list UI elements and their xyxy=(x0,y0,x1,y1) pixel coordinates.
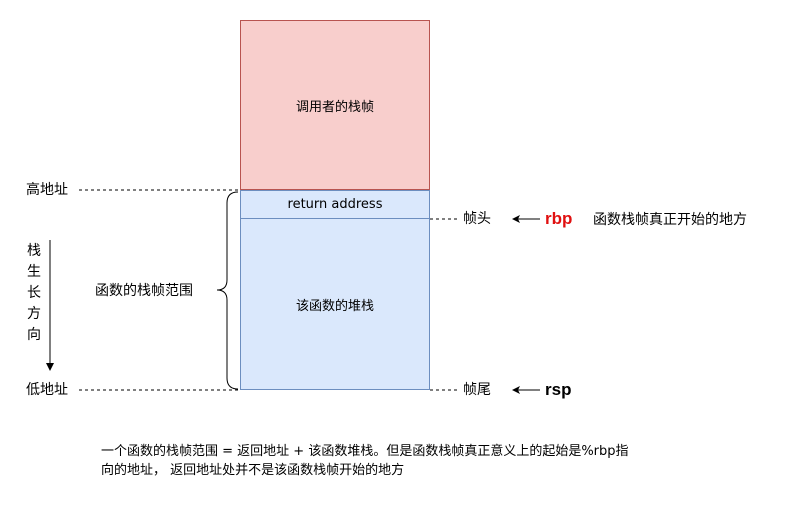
high-address-label: 高地址 xyxy=(26,182,68,198)
frame-range-label: 函数的栈帧范围 xyxy=(95,283,193,299)
rsp-arrow-head xyxy=(512,386,520,394)
return-address-slot: return address xyxy=(240,190,430,219)
return-address-label: return address xyxy=(287,197,383,212)
frame-range-brace xyxy=(216,191,239,390)
rbp-note-label: 函数栈帧真正开始的地方 xyxy=(593,212,747,228)
caller-stack-frame: 调用者的栈帧 xyxy=(240,20,430,190)
rbp-register-label: rbp xyxy=(545,209,573,228)
rsp-register-label: rsp xyxy=(545,380,572,399)
rbp-arrow-head xyxy=(512,215,520,223)
caller-stack-frame-label: 调用者的栈帧 xyxy=(295,99,374,115)
function-stack-label: 该函数的堆栈 xyxy=(295,298,374,314)
growth-direction-arrow-head xyxy=(46,363,54,371)
function-stack-body: 该函数的堆栈 xyxy=(240,219,430,390)
low-address-label: 低地址 xyxy=(26,382,68,398)
growth-direction-label: 栈生长方向 xyxy=(27,243,41,343)
frame-head-label: 帧头 xyxy=(463,211,491,227)
explanation-note: 一个函数的栈帧范围 = 返回地址 + 该函数堆栈。但是函数栈帧真正意义上的起始是… xyxy=(101,444,629,478)
frame-tail-label: 帧尾 xyxy=(463,382,491,398)
